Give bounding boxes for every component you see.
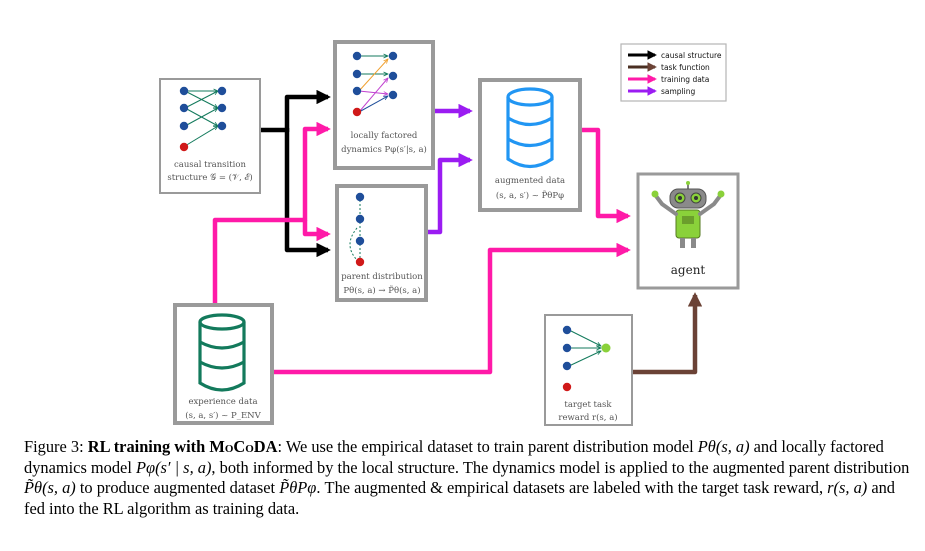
- legend-label-task-function: task function: [661, 63, 710, 72]
- legend-item-training-data: training data: [628, 74, 709, 84]
- legend-label-causal-structure: causal structure: [661, 51, 722, 60]
- experience-database-icon: [198, 313, 246, 392]
- legend-item-sampling: sampling: [628, 86, 695, 96]
- legend-item-causal-structure: causal structure: [628, 50, 722, 60]
- caption-text-5: . The augmented & empirical datasets are…: [316, 478, 828, 497]
- agent-label: agent: [671, 263, 706, 277]
- target-task-label-1: target task: [564, 400, 612, 410]
- locally-factored-label-1: locally factored: [351, 131, 418, 141]
- caption-prefix: Figure 3:: [24, 437, 88, 456]
- experience-data-box: experience data (s, a, s′) ~ P_ENV: [173, 303, 274, 425]
- caption-text-2: and locally factored dynamics model: [24, 437, 884, 477]
- causal-structure-arrows: [260, 89, 331, 258]
- caption-math-augmented-dataset: P̃θPφ: [279, 478, 317, 497]
- target-task-label-2: reward r(s, a): [558, 412, 617, 423]
- training-arrow-experience-to-agent: [272, 242, 631, 375]
- caption-text-3: , both informed by the local structure. …: [211, 457, 910, 477]
- locally-factored-dynamics-box: locally factored dynamics Pφ(s′|s, a): [333, 40, 435, 170]
- caption-text-6: and fed into the RL algorithm as trainin…: [24, 478, 895, 518]
- parent-chain-icon: [349, 192, 365, 267]
- training-data-arrows: [212, 121, 631, 375]
- training-arrow-to-parent: [302, 220, 331, 242]
- figure-caption: Figure 3: RL training with MoCoDA: We us…: [24, 437, 914, 519]
- robot-icon: [651, 181, 725, 248]
- training-arrow-augmented-to-agent: [580, 127, 631, 224]
- sampling-arrow-parent-to-augmented: [426, 152, 473, 235]
- parent-distribution-label-2: Pθ(s, a) → P̃θ(s, a): [343, 284, 420, 296]
- experience-data-label-2: (s, a, s′) ~ P_ENV: [185, 410, 261, 421]
- agent-box: agent: [636, 172, 740, 290]
- causal-structure-label-1: causal transition: [174, 160, 247, 170]
- caption-math-augmented-parent: P̃θ(s, a): [24, 478, 76, 497]
- legend-label-sampling: sampling: [661, 87, 695, 96]
- task-function-arrow: [632, 292, 703, 375]
- caption-title: RL training with MoCoDA: [87, 437, 278, 456]
- causal-graph-icon: [179, 86, 227, 152]
- target-task-box: target task reward r(s, a): [544, 314, 633, 426]
- parent-distribution-box: parent distribution Pθ(s, a) → P̃θ(s, a): [335, 184, 428, 302]
- causal-structure-label-2: structure 𝒢 = (𝒱, ℰ): [167, 172, 252, 183]
- caption-math-reward: r(s, a): [827, 478, 868, 497]
- sampling-arrows: [426, 103, 473, 235]
- reward-graph-icon: [562, 325, 611, 392]
- augmented-data-label-1: augmented data: [495, 176, 565, 186]
- locally-factored-label-2: dynamics Pφ(s′|s, a): [341, 144, 427, 155]
- caption-math-parent: Pθ(s, a): [697, 437, 750, 456]
- experience-data-label-1: experience data: [188, 397, 257, 407]
- parent-distribution-label-1: parent distribution: [341, 272, 423, 282]
- caption-math-dynamics: Pφ(s′ | s, a): [135, 457, 212, 477]
- caption-text-1: : We use the empirical dataset to train …: [277, 437, 698, 456]
- causal-arrow-to-locally: [284, 89, 331, 132]
- augmented-data-box: augmented data (s, a, s′) ~ P̃θPφ: [478, 78, 582, 212]
- legend-item-task-function: task function: [628, 62, 710, 72]
- legend: causal structure task function training …: [620, 43, 727, 102]
- augmented-data-label-2: (s, a, s′) ~ P̃θPφ: [496, 189, 564, 201]
- legend-label-training-data: training data: [661, 75, 709, 84]
- caption-text-4: to produce augmented dataset: [75, 478, 280, 497]
- causal-arrow-to-parent: [284, 128, 331, 258]
- causal-structure-box: causal transition structure 𝒢 = (𝒱, ℰ): [159, 78, 261, 194]
- augmented-database-icon: [506, 87, 554, 169]
- local-graph-icon: [352, 51, 398, 117]
